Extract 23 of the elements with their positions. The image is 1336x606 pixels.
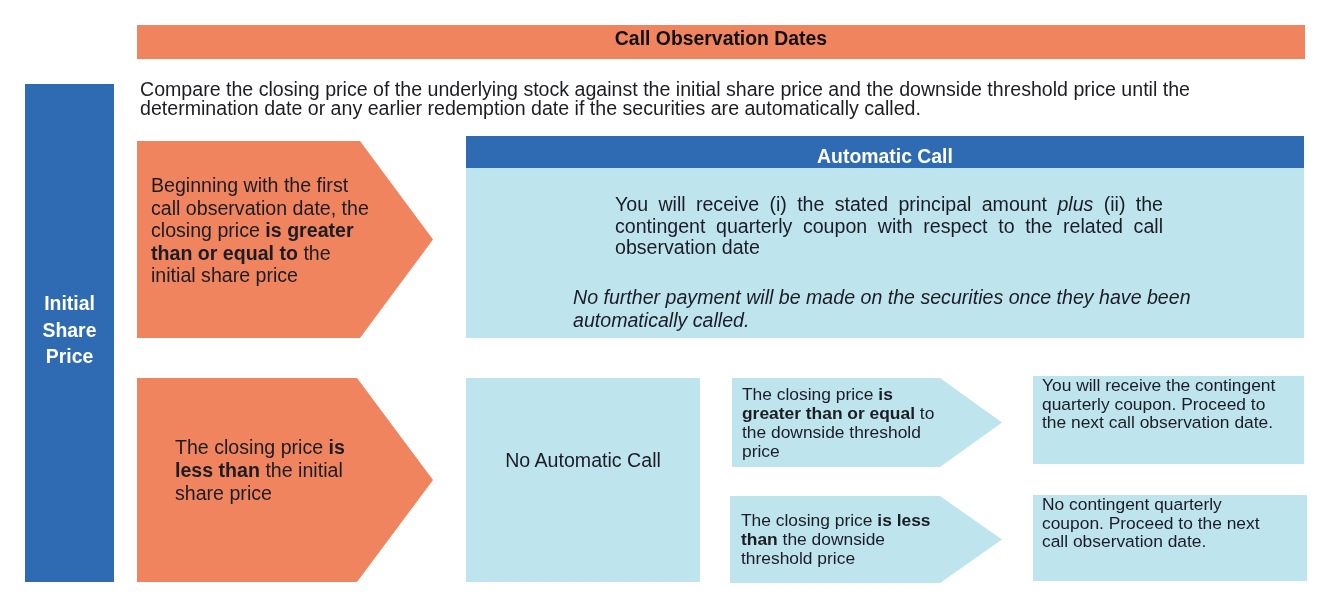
panel-heading: Automatic Call: [817, 145, 953, 167]
condition-text: Beginning with the first call observation date, the closing price is greater than or equal to the initial share price: [151, 174, 370, 287]
section-heading: Call Observation Dates: [614, 27, 828, 49]
side-bar: [25, 84, 114, 582]
outcome-text: No Automatic Call: [505, 449, 661, 471]
result-text: You will receive (i) the stated principal amount plus (ii) the contingent quarterly coupon with respect to the related call observation date: [615, 194, 1163, 259]
result-panel: [466, 136, 1304, 338]
condition-chevron: [137, 378, 433, 582]
outcome-box: [466, 378, 700, 582]
description-text: Compare the closing price of the underlying stock against the initial share price and the downside threshold price until the determination date or any earlier redemption date if the securities are automatically called.: [140, 80, 1191, 118]
outcome-box: [1033, 376, 1304, 464]
outcome-text: You will receive the contingent quarterly coupon. Proceed to the next call observation date.: [1042, 376, 1277, 432]
condition-chevron: [730, 496, 1002, 583]
outcome-text: No contingent quarterly coupon. Proceed to the next call observation date.: [1042, 495, 1261, 551]
condition-chevron: [732, 378, 1002, 467]
header-band: [137, 25, 1305, 59]
condition-chevron: [137, 141, 433, 338]
side-bar-label: Initial Share Price: [42, 291, 97, 369]
condition-text: The closing price is less than the downside threshold price: [741, 511, 932, 568]
condition-text: The closing price is less than the initial share price: [175, 436, 346, 505]
note-text: No further payment will be made on the securities once they have been automatically called.: [573, 286, 1192, 332]
condition-text: The closing price is greater than or equal to the downside threshold price: [742, 385, 936, 461]
outcome-box: [1033, 495, 1307, 581]
